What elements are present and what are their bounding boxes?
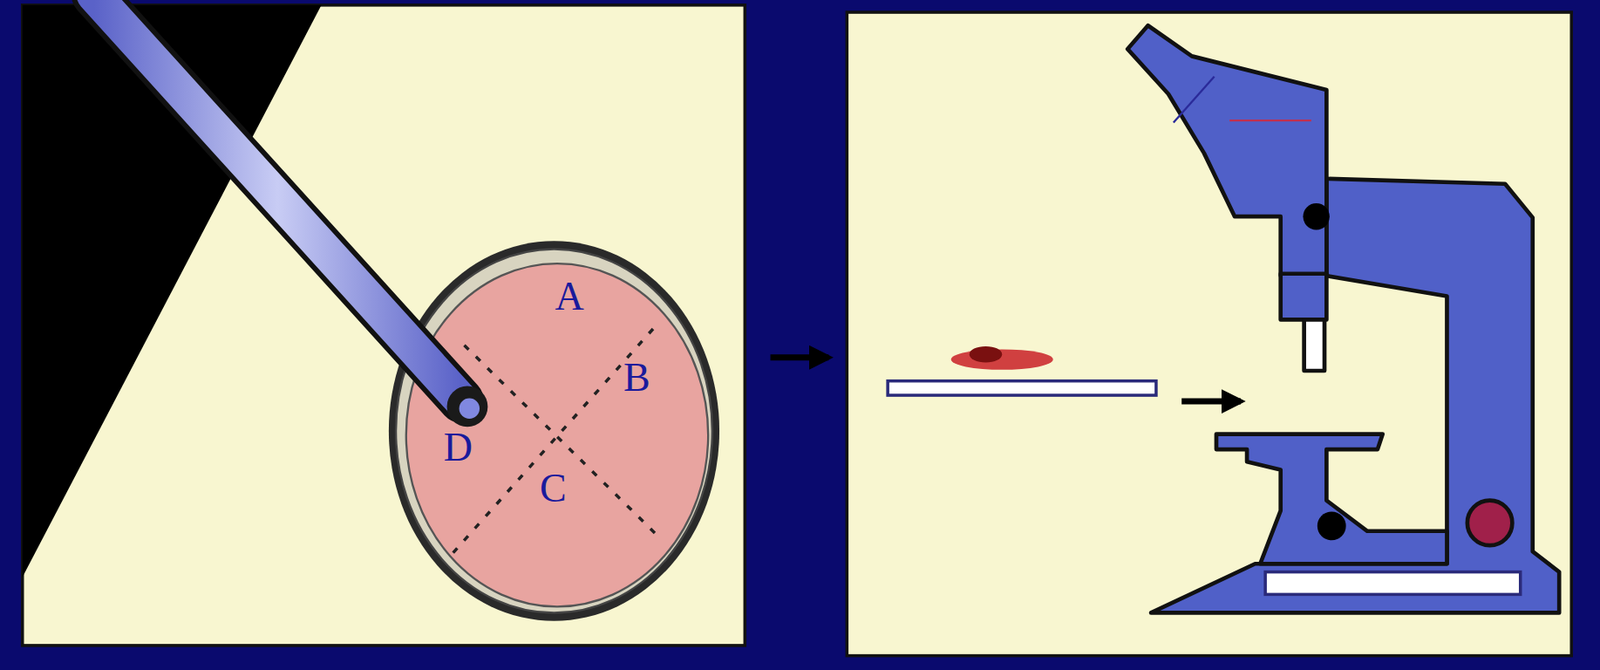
- region-letter: A: [552, 276, 586, 317]
- rod-tip: [459, 398, 480, 419]
- microscope: [1127, 25, 1560, 613]
- dish-wall: [395, 249, 713, 613]
- culture-medium: [406, 263, 709, 606]
- process-arrow: [770, 354, 830, 361]
- dividing-line: [463, 345, 661, 539]
- right-panel: [846, 12, 1572, 656]
- region-letter: D: [442, 427, 475, 468]
- rod-outline: [94, 0, 462, 401]
- pipette-rod: [94, 0, 462, 401]
- dividing-line: [447, 328, 654, 560]
- smear: [951, 348, 1054, 369]
- stage-knob: [1317, 511, 1347, 541]
- region-letter: B: [621, 357, 653, 398]
- light-switch: [1467, 500, 1512, 546]
- dish-rim: [388, 240, 720, 621]
- detail-line: [1229, 119, 1312, 122]
- region-letter: C: [537, 468, 569, 509]
- detail-line: [1173, 76, 1215, 123]
- smear-spot: [969, 346, 1002, 363]
- glass-slide: [887, 381, 1157, 395]
- process-arrow: [1181, 398, 1241, 405]
- focus-knob: [1302, 203, 1329, 230]
- base-slot: [1265, 571, 1521, 595]
- rod-tip: [447, 386, 489, 428]
